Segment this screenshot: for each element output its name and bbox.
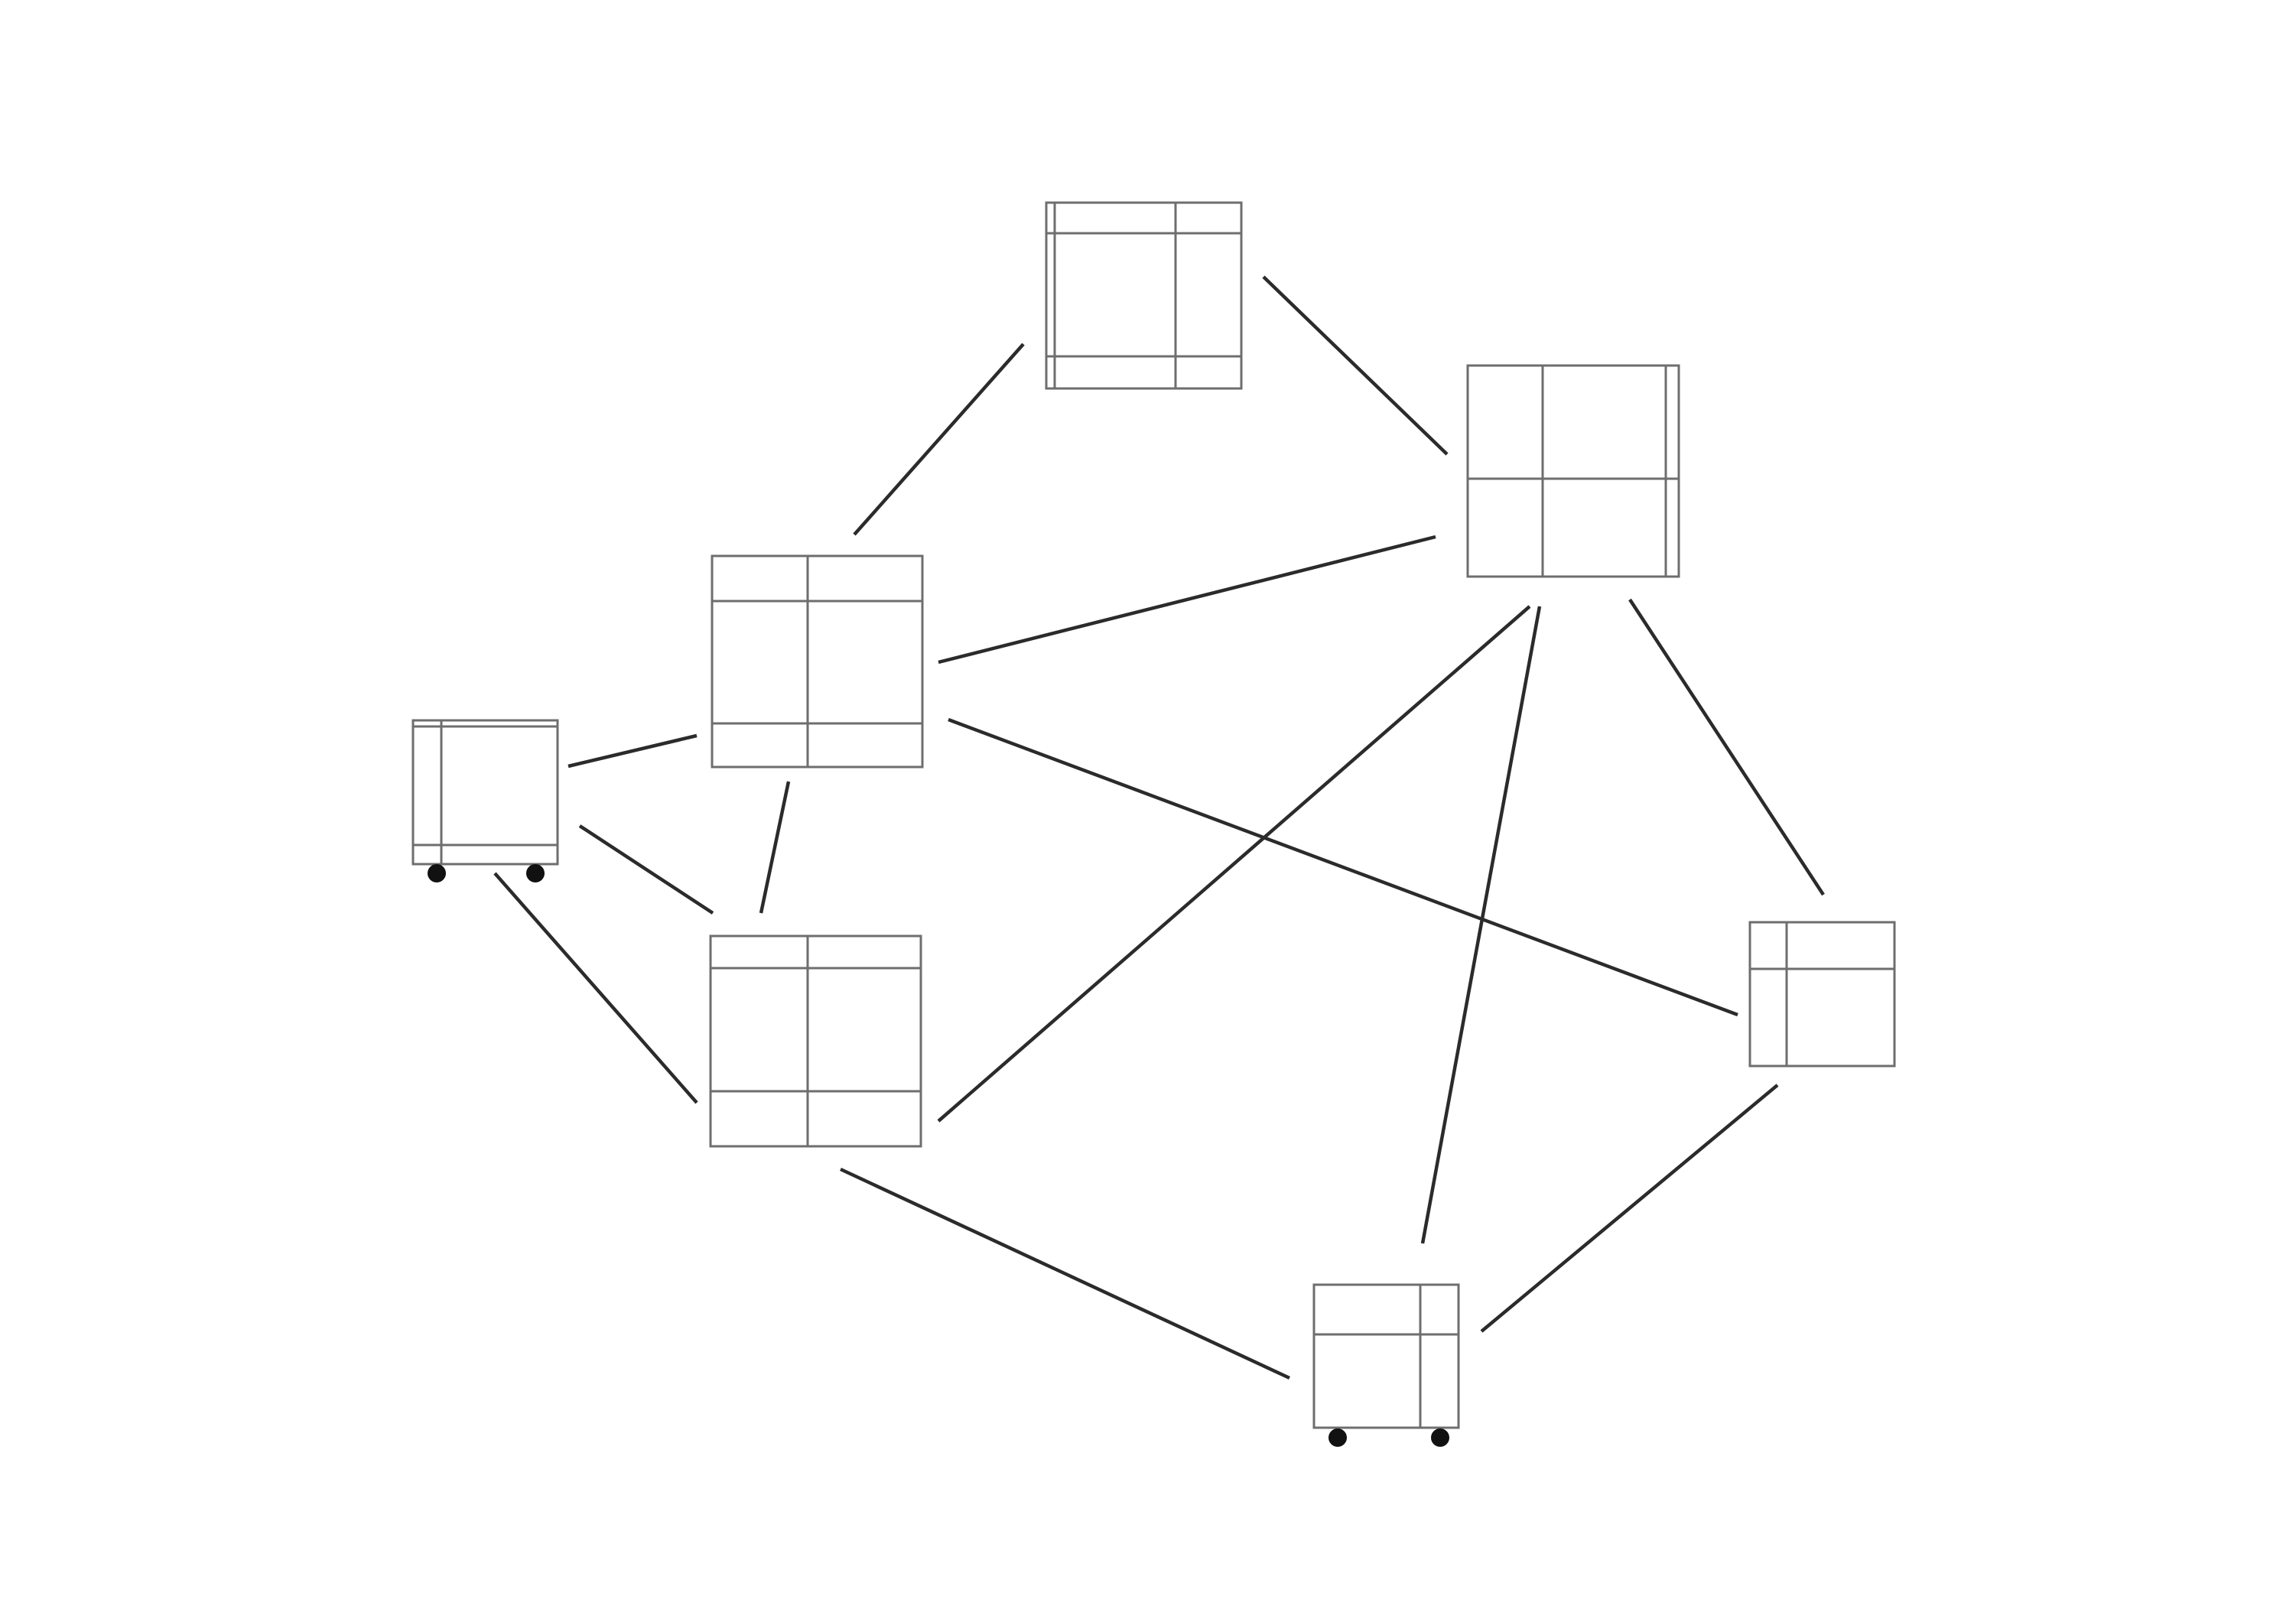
edge-upper-right-right (1628, 598, 1825, 896)
edge-center-lower-cart-bottom (840, 1167, 1290, 1380)
cabinet-center-lower-icon (709, 934, 922, 1148)
wheel-icon (526, 864, 545, 882)
edge-upper-right-center-lower (937, 605, 1531, 1123)
cabinet-right-icon (1748, 921, 1896, 1068)
wheel-icon (1328, 1428, 1347, 1447)
edge-center-upper-right (948, 717, 1738, 1017)
cabinet-upper-right-icon (1466, 364, 1680, 578)
cart-bottom-icon (1312, 1283, 1460, 1447)
edges (493, 275, 1825, 1380)
cart-left-icon (411, 719, 559, 882)
edge-center-upper-upper-right (938, 535, 1436, 665)
edge-cart-left-center-lower-a (578, 824, 714, 915)
cabinet-center-upper-icon (711, 554, 924, 769)
edge-cart-left-center-upper (567, 733, 698, 769)
edge-center-upper-center-lower (759, 781, 791, 914)
edge-top-center-upper (853, 343, 1025, 536)
edge-right-cart-bottom (1480, 1084, 1779, 1333)
wheel-icon (1431, 1428, 1449, 1447)
cabinet-top-icon (1045, 201, 1243, 390)
edge-upper-right-cart-bottom (1420, 606, 1542, 1244)
edge-top-upper-right (1262, 275, 1449, 456)
wheel-icon (428, 864, 446, 882)
edge-cart-left-center-lower-b (493, 872, 698, 1104)
